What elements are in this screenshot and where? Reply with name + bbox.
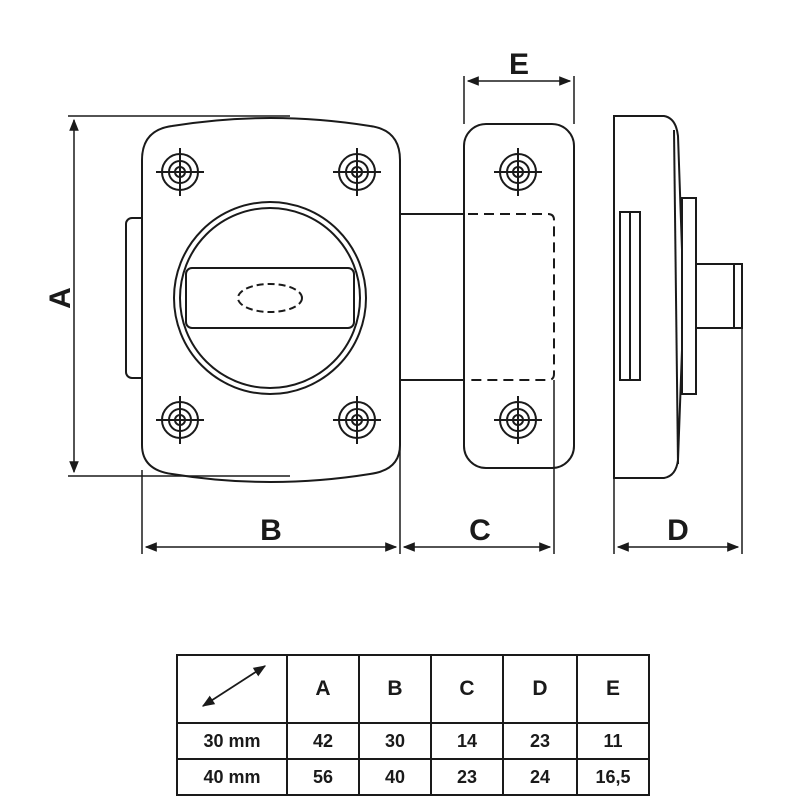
screw-hole-top-right bbox=[333, 148, 381, 196]
table-cell: 42 bbox=[286, 722, 360, 760]
table-header-b: B bbox=[358, 654, 432, 724]
table-cell: 23 bbox=[502, 722, 578, 760]
dimension-a bbox=[68, 115, 290, 477]
table-header-c: C bbox=[430, 654, 504, 724]
table-cell: 23 bbox=[430, 758, 504, 796]
dimension-b bbox=[141, 445, 401, 554]
table-cell: 24 bbox=[502, 758, 578, 796]
table-header-d: D bbox=[502, 654, 578, 724]
diagonal-double-arrow-icon bbox=[201, 665, 267, 707]
dimension-d bbox=[613, 328, 743, 554]
table-header-a: A bbox=[286, 654, 360, 724]
dimension-label-c: C bbox=[469, 514, 491, 547]
dimension-label-a: A bbox=[44, 287, 77, 309]
table-cell: 30 bbox=[358, 722, 432, 760]
dimensions-table: A B C D E 30 mm 42 30 14 23 11 40 mm 56 … bbox=[176, 654, 650, 796]
dimension-label-e: E bbox=[509, 48, 529, 81]
screw-hole-bottom-right bbox=[333, 396, 381, 444]
table-cell: 56 bbox=[286, 758, 360, 796]
table-header-row: A B C D E bbox=[176, 654, 650, 724]
latch-side-view bbox=[613, 115, 743, 479]
table-cell: 11 bbox=[576, 722, 650, 760]
table-row: 30 mm 42 30 14 23 11 bbox=[176, 722, 650, 760]
dimension-e bbox=[463, 76, 575, 124]
table-cell-size: 40 mm bbox=[176, 758, 288, 796]
dimension-c bbox=[402, 380, 555, 554]
strike-plate bbox=[463, 123, 575, 469]
latch-technical-drawing: A B C D E bbox=[44, 48, 743, 554]
dimension-label-b: B bbox=[260, 514, 282, 547]
dimension-label-d: D bbox=[667, 514, 689, 547]
table-row: 40 mm 56 40 23 24 16,5 bbox=[176, 758, 650, 796]
screw-hole-bottom-left bbox=[156, 396, 204, 444]
table-header-e: E bbox=[576, 654, 650, 724]
table-cell: 14 bbox=[430, 722, 504, 760]
latch-body bbox=[125, 117, 401, 483]
table-corner-cell bbox=[176, 654, 288, 724]
table-cell-size: 30 mm bbox=[176, 722, 288, 760]
table-cell: 16,5 bbox=[576, 758, 650, 796]
screw-hole-top-left bbox=[156, 148, 204, 196]
table-cell: 40 bbox=[358, 758, 432, 796]
